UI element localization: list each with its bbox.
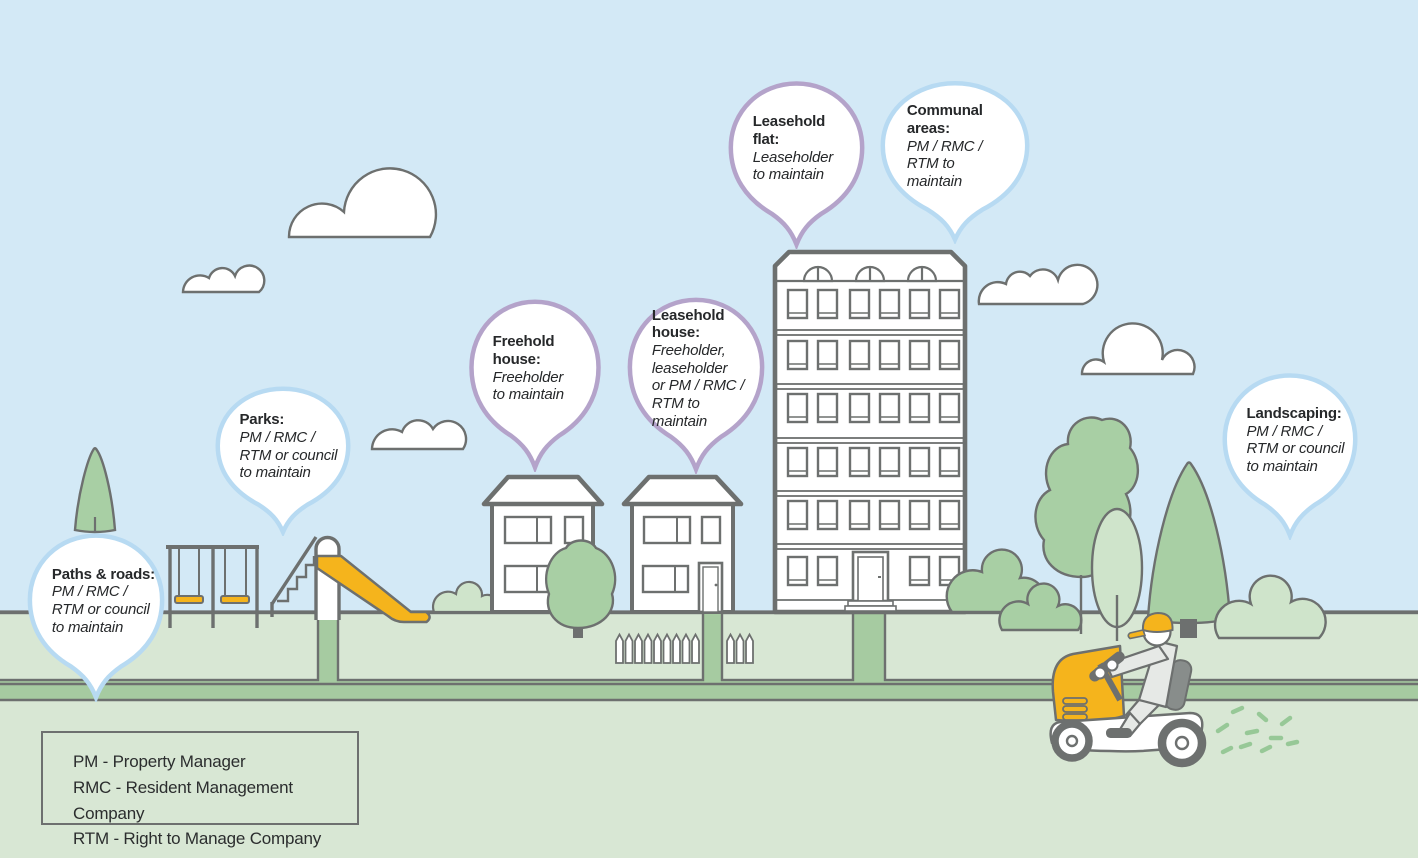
bubble-body: PM / RMC / RTM or council to maintain [51,583,150,636]
boot [1106,728,1132,738]
freehold-house [481,474,617,638]
bubble-body: Leaseholder to maintain [752,148,834,184]
bubble-text: Paths & roads: PM / RMC / RTM or council… [52,538,161,663]
bubble-text: Communal areas: PM / RMC / RTM to mainta… [907,86,1027,207]
cloud [1080,322,1196,376]
tree-cluster [1034,416,1327,641]
bubble-heading: Communal areas: [906,102,983,138]
bubble-text: Parks: PM / RMC / RTM or council to main… [240,391,348,502]
legend-line-rmc: RMC - Resident Management Company [73,777,293,823]
conifer-tree [73,447,117,534]
location-pin-icon [1215,368,1365,540]
location-pin-icon [872,76,1038,244]
tree-trunk [1180,619,1197,638]
bubble-leasehold-flat: Leasehold flat: Leaseholder to maintain [721,76,872,249]
bubble-text: Landscaping: PM / RMC / RTM or council t… [1247,378,1355,502]
bubble-heading: Leasehold house: [651,306,725,342]
bubble-body: Freeholder to maintain [492,368,564,404]
cloud [977,263,1099,306]
bubble-body: PM / RMC / RTM or council to maintain [1246,422,1345,475]
cloud [370,419,468,451]
bubble-text: Leasehold flat: Leaseholder to maintain [753,86,862,211]
grass-clippings [1215,705,1300,755]
cloud [181,264,266,294]
arched-attic-windows [802,265,938,283]
wheels [1051,718,1207,768]
leasehold-house [621,474,744,614]
cap [1141,611,1174,633]
bubble-text: Leasehold house: Freeholder, leaseholder… [652,303,761,434]
clouds [181,167,1196,451]
cloud [287,167,438,239]
bubble-freehold-house: Freehold house: Freeholder to maintain [462,294,608,472]
location-pin-icon [462,294,608,472]
gardener [1104,611,1179,738]
bubble-body: PM / RMC / RTM or council to maintain [239,428,338,482]
location-pin-icon [721,76,872,249]
bubble-body: Freeholder, leaseholder or PM / RMC / RT… [651,341,745,430]
building-door [844,550,897,612]
bushes [945,548,1083,632]
location-pin-icon [20,528,172,702]
legend-line-rtm: RTM - Right to Manage Company [73,829,322,849]
tree-trunk [573,628,583,638]
legend-box: PM - Property Manager RMC - Resident Man… [41,731,359,848]
bush [1213,574,1327,640]
legend-line-pm: PM - Property Manager [73,752,246,771]
bubble-heading: Landscaping: [1246,404,1342,422]
location-pin-icon [620,292,772,474]
apartment-building [772,249,968,615]
gardener-on-mower [1049,611,1300,768]
bubble-paths-roads: Paths & roads: PM / RMC / RTM or council… [20,528,172,702]
bubble-heading: Freehold house: [492,333,555,369]
swing-set [166,545,259,628]
bubble-text: Freehold house: Freeholder to maintain [493,305,598,433]
bubble-heading: Parks: [239,411,285,429]
garden-tree [544,539,617,630]
location-pin-icon [208,382,358,536]
bubble-leasehold-house: Leasehold house: Freeholder, leaseholder… [620,292,772,474]
slide [270,535,431,624]
bubble-heading: Paths & roads: [51,565,155,583]
bubble-communal-areas: Communal areas: PM / RMC / RTM to mainta… [872,76,1038,244]
bubble-body: PM / RMC / RTM to maintain [906,137,983,191]
bubble-landscaping: Landscaping: PM / RMC / RTM or council t… [1215,368,1365,540]
bubble-parks: Parks: PM / RMC / RTM or council to main… [208,382,358,536]
picket-fence [615,632,754,664]
bush [998,582,1083,632]
bubble-heading: Leasehold flat: [752,113,826,148]
